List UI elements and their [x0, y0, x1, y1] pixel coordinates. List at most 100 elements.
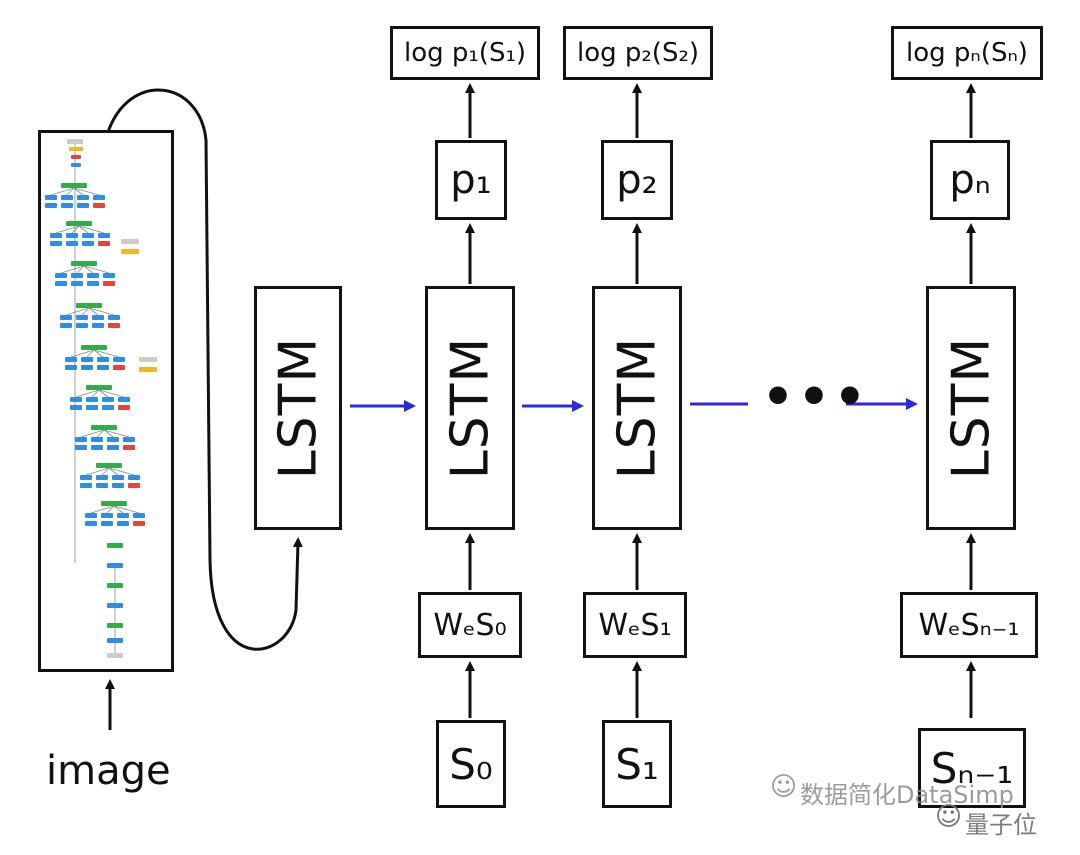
cnn-concat-node: [96, 463, 122, 468]
cnn-conv-node: [87, 281, 99, 286]
cnn-conv-node: [85, 521, 97, 526]
cnn-node: [71, 163, 81, 167]
embedding-box-2: WₑS₁: [583, 592, 687, 658]
cnn-conv-node: [86, 405, 98, 410]
cnn-conv-node: [91, 445, 103, 450]
cnn-edge: [70, 349, 95, 358]
cnn-conv-node: [112, 475, 124, 480]
cnn-edge: [108, 467, 119, 476]
cnn-conv-node: [123, 437, 135, 442]
wechat-icon: ☺: [935, 802, 963, 832]
cnn-conv-node: [61, 203, 73, 208]
cnn-tail-node: [107, 638, 123, 643]
cnn-tail-node: [107, 583, 123, 588]
cnn-conv-node: [107, 445, 119, 450]
cnn-image-panel: [38, 130, 174, 672]
cnn-edge: [113, 505, 140, 514]
lstm-step-1: LSTM: [425, 286, 515, 530]
cnn-conv-node: [76, 323, 88, 328]
cnn-edge: [86, 349, 95, 358]
cnn-conv-node: [98, 241, 110, 246]
cnn-conv-node: [103, 281, 115, 286]
cnn-node: [69, 147, 83, 151]
cnn-edge: [65, 307, 90, 316]
cnn-conv-node: [103, 273, 115, 278]
cnn-conv-node: [81, 365, 93, 370]
cnn-concat-node: [81, 345, 107, 350]
cnn-edge: [113, 505, 124, 514]
lstm-step-n: LSTM: [926, 286, 1016, 530]
cnn-edge: [93, 349, 104, 358]
cnn-tail-node: [107, 543, 123, 548]
cnn-conv-node: [118, 397, 130, 402]
cnn-edge: [88, 307, 99, 316]
cnn-node: [71, 155, 81, 159]
cnn-conv-node: [102, 405, 114, 410]
cnn-conv-node: [66, 233, 78, 238]
cnn-edge: [73, 187, 84, 196]
cnn-edge: [80, 429, 105, 438]
cnn-conv-node: [65, 357, 77, 362]
cnn-conv-node: [66, 241, 78, 246]
cnn-network-graphic: [45, 139, 157, 658]
cnn-conv-node: [108, 315, 120, 320]
cnn-edge: [106, 505, 115, 514]
cnn-edge: [78, 225, 89, 234]
cnn-conv-node: [97, 365, 109, 370]
lstm-step-2: LSTM: [592, 286, 682, 530]
image-label: image: [46, 748, 171, 794]
cnn-edge: [71, 225, 80, 234]
cnn-edge: [93, 349, 120, 358]
cnn-edge: [55, 225, 80, 234]
cnn-conv-node: [82, 233, 94, 238]
cnn-conv-node: [97, 357, 109, 362]
output-log-prob-1: log p₁(S₁): [390, 26, 540, 80]
cnn-edge: [101, 467, 110, 476]
cnn-edge: [98, 389, 109, 398]
cnn-edge: [96, 429, 105, 438]
cnn-conv-node: [75, 437, 87, 442]
cnn-edge: [83, 265, 110, 274]
cnn-conv-node: [71, 281, 83, 286]
cnn-edge: [91, 389, 100, 398]
cnn-edge: [76, 265, 85, 274]
cnn-edge: [78, 225, 105, 234]
cnn-aux-node: [139, 357, 157, 362]
cnn-output-node: [107, 653, 123, 658]
cnn-conv-node: [92, 315, 104, 320]
watermark-source: 量子位: [965, 811, 1037, 839]
cnn-conv-node: [45, 203, 57, 208]
cnn-conv-node: [128, 475, 140, 480]
cnn-edge: [108, 467, 135, 476]
input-word-box-1: S₁: [602, 720, 672, 808]
ellipsis: •••: [762, 368, 870, 426]
cnn-edge: [75, 389, 100, 398]
cnn-conv-node: [98, 233, 110, 238]
cnn-conv-node: [60, 315, 72, 320]
prob-box-n: pₙ: [930, 140, 1010, 220]
embedding-box-1: WₑS₀: [418, 592, 522, 658]
prob-box-2: p₂: [601, 140, 673, 220]
wechat-icon: ☺: [770, 772, 798, 802]
cnn-conv-node: [87, 273, 99, 278]
cnn-aux-node: [121, 239, 139, 244]
cnn-conv-node: [133, 513, 145, 518]
cnn-edge: [50, 187, 75, 196]
cnn-edge: [81, 307, 90, 316]
cnn-edge: [60, 265, 85, 274]
cnn-conv-node: [80, 475, 92, 480]
cnn-concat-node: [61, 183, 87, 188]
cnn-conv-node: [77, 195, 89, 200]
cnn-concat-node: [101, 501, 127, 506]
cnn-concat-node: [86, 385, 112, 390]
cnn-conv-node: [117, 521, 129, 526]
cnn-conv-node: [107, 437, 119, 442]
cnn-edge: [85, 467, 110, 476]
cnn-conv-node: [50, 241, 62, 246]
cnn-conv-node: [113, 357, 125, 362]
cnn-tail-node: [107, 563, 123, 568]
cnn-conv-node: [45, 195, 57, 200]
cnn-tail-node: [107, 603, 123, 608]
cnn-conv-node: [50, 233, 62, 238]
